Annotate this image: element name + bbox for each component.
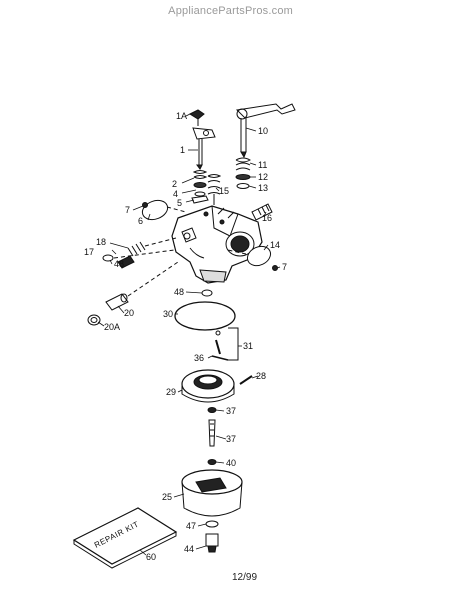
callout-60: 60 xyxy=(146,552,156,562)
callout-28: 29 xyxy=(166,387,176,397)
part-29-gasket xyxy=(174,301,236,331)
callout-48: 48 xyxy=(174,287,184,297)
callout-5: 5 xyxy=(177,198,182,208)
date-code: 12/99 xyxy=(232,572,258,583)
part-15-idle-screw xyxy=(207,174,222,205)
part-7-screw-left xyxy=(142,202,148,208)
part-7-screw-right xyxy=(272,265,278,271)
part-17-idle-mixture-screw xyxy=(117,255,135,269)
part-37-seal-upper xyxy=(207,407,217,413)
part-60-repair-kit xyxy=(72,507,178,569)
callout-36: 37 xyxy=(226,434,236,444)
callout-7-right: 7 xyxy=(282,262,287,272)
callout-12: 12 xyxy=(258,172,268,182)
callout-40: 44 xyxy=(184,544,194,554)
callout-7-left: 7 xyxy=(125,205,130,215)
part-10-choke-shaft xyxy=(235,103,296,159)
part-44-washer xyxy=(205,520,219,528)
callout-30: 31 xyxy=(243,341,253,351)
part-40-bowl-nut xyxy=(205,533,219,553)
carburetor-body xyxy=(171,205,263,284)
callout-11: 11 xyxy=(258,160,267,170)
callout-16: 16 xyxy=(262,213,272,223)
part-36-emulsion-tube xyxy=(208,419,216,447)
part-3-washer xyxy=(193,182,207,188)
callout-27: 28 xyxy=(256,371,266,381)
part-20-main-jet xyxy=(105,293,129,311)
part-6-throttle-plate xyxy=(141,199,169,221)
part-27-pin xyxy=(239,375,253,385)
callout-1a: 1A xyxy=(176,111,187,121)
part-1-throttle-shaft xyxy=(192,127,216,170)
callout-1: 1 xyxy=(180,145,185,155)
part-28-float xyxy=(181,369,235,403)
part-48-ring xyxy=(201,289,213,297)
part-12-washer xyxy=(235,174,251,180)
callout-14: 14 xyxy=(270,240,280,250)
part-30-float-needle-group xyxy=(215,327,239,361)
callout-2: 2 xyxy=(172,179,177,189)
callout-4: 4 xyxy=(173,189,178,199)
callout-44: 47 xyxy=(186,521,196,531)
callout-29: 30 xyxy=(163,309,173,319)
part-1a-screw xyxy=(188,109,205,126)
part-16-fuel-inlet xyxy=(251,203,273,221)
part-25-float-bowl xyxy=(181,469,243,517)
callout-15: 15 xyxy=(219,186,229,196)
part-5-plate xyxy=(191,195,209,204)
part-14-choke-plate xyxy=(246,245,272,267)
callout-25: 25 xyxy=(162,492,172,502)
part-18-spring xyxy=(127,241,146,257)
callout-labels: 1A 1 2 4 5 6 7 10 11 12 13 15 16 14 7 18… xyxy=(84,111,287,562)
part-4-seal xyxy=(194,191,206,197)
part-31-needle xyxy=(211,355,229,361)
callout-6: 6 xyxy=(138,216,143,226)
part-37-seal-lower xyxy=(207,459,217,465)
leader-lines xyxy=(97,113,281,556)
callout-20a: 20A xyxy=(104,322,120,332)
part-11-spring xyxy=(235,157,252,171)
part-13-seal xyxy=(236,183,250,189)
callout-18: 18 xyxy=(96,237,106,247)
watermark: AppliancePartsPros.com xyxy=(168,5,293,17)
callout-31: 36 xyxy=(194,353,204,363)
part-20a-cap xyxy=(87,314,101,326)
callout-37-lower: 40 xyxy=(226,458,236,468)
callout-37-upper: 37 xyxy=(226,406,236,416)
part-47-o-ring xyxy=(102,254,114,262)
callout-13: 13 xyxy=(258,183,268,193)
callout-17: 17 xyxy=(84,247,94,257)
part-2-spring xyxy=(192,170,208,179)
callout-47: 48 xyxy=(114,259,124,269)
callout-10: 10 xyxy=(258,126,268,136)
callout-20: 20 xyxy=(124,308,134,318)
